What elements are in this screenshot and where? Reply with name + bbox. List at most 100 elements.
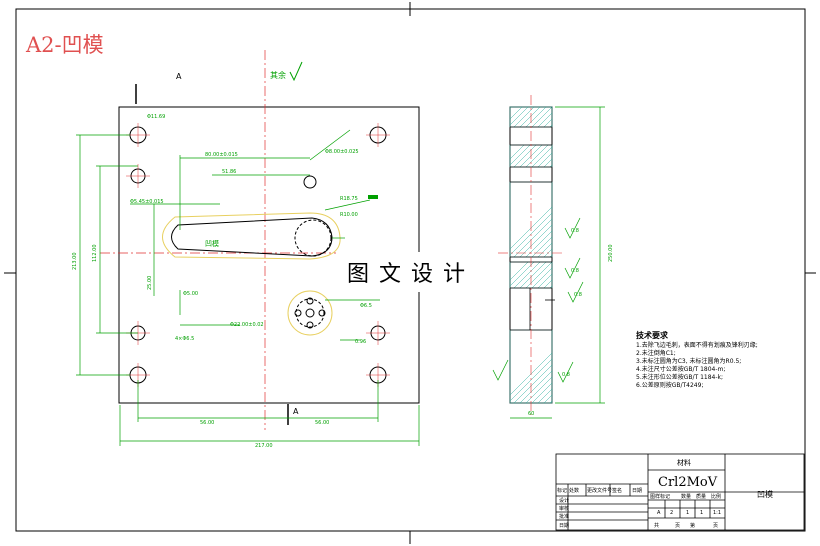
hatch-line [509,261,535,287]
row-left: 设计 [559,497,569,504]
row-header: 处数 [569,487,579,494]
sheet-label: 第 [690,522,695,529]
dim-four: 4×Φ6.5 [175,336,194,342]
stage-value: 2 [670,510,673,516]
dim-ang: Φ11.69 [147,114,165,120]
roughness-marker [368,195,378,199]
title-block-lines [555,453,805,531]
ejector-circle [295,298,325,328]
cavity-label: 凹模 [205,239,219,248]
dim-height3: 25.00 [147,276,153,290]
dim-c2: Φ22.00±0.02 [230,322,264,328]
dim-bottom2: 56.00 [315,420,329,426]
stage-value: 1 [700,510,703,516]
dim-side-r2: 0.8 [571,268,579,274]
dim-width: 217.00 [255,443,273,449]
row-left: 批准 [559,513,569,520]
hatch-line [531,267,553,289]
stage-label: 比例 [711,493,721,500]
section-mark-top: A [176,72,182,81]
dim-side-r1: 0.8 [571,228,579,234]
dim-height2: 112.00 [92,245,98,263]
row-header: 更改文件号 [587,487,612,494]
row-left: 审核 [559,505,569,512]
hatch-line [537,242,553,258]
sheet-label: 共 [654,522,659,529]
cavity-outline [171,217,333,257]
dim-51: 51.86 [222,169,236,175]
hatch-line [525,144,549,168]
hatch-line [519,224,553,258]
material-value: Crl2MoV [658,475,718,490]
part-name: 凹模 [757,489,773,499]
stage-label: 质量 [696,493,706,500]
hatch-line [509,106,529,126]
hatch-line [509,144,531,166]
technical-notes: 技术要求 1.去除飞边毛刺，表面不得有划痕及锋利刃缘; 2.未注倒角C1; 3.… [636,332,758,390]
hatch-line [513,144,537,168]
dim-bottom1: 56.00 [200,420,214,426]
row-left: 日期 [559,523,569,529]
dim-80: 80.00±0.015 [205,152,238,158]
row-header: 日期 [632,488,642,494]
hatch-line [543,158,553,168]
hatch-line [525,261,553,289]
hatch-line [513,218,553,258]
material-label: 材料 [677,458,691,467]
hatch-line [537,388,553,404]
hatch-line [525,230,553,258]
hatch-line [531,146,553,168]
note-item: 3.未标注圆角为C3, 未标注圆角为R0.5; [636,358,742,365]
sheet-label: 页 [713,523,718,529]
roughness-rest: 其余 [270,70,286,80]
notes-heading: 技术要求 [636,331,668,340]
dimension-lines [76,129,420,446]
dim-tol: Φ5.00 [183,291,198,297]
stage-value: A [657,510,661,516]
stage-value: 1:1 [713,510,721,516]
stage-label: 图样标记 [650,493,670,500]
cavity-end-circle [294,219,332,257]
stage-value: 1 [686,510,689,516]
hatch-line [543,279,553,289]
hatch-line [525,106,547,128]
hatch-line [525,376,553,404]
hatch-line [537,152,553,168]
dim-side-r4: 0.8 [562,372,570,378]
sheet-label: 页 [675,523,680,529]
dim-small: Φ6.5 [360,303,372,309]
hatch-line [513,364,553,404]
hatch-line [509,144,525,160]
dim-left1: Φ5.45±0.015 [130,199,164,205]
ejector-small-holes [294,297,326,329]
dim-hole: Φ8.00±0.025 [325,149,359,155]
hatch-line [531,106,553,128]
row-header: 签名 [612,487,622,494]
dim-096: 0.96 [355,339,366,345]
ejector-guide [287,290,333,336]
ejector-center [305,308,315,318]
section-mark-bottom: A [293,407,299,416]
hatch-line [531,236,553,258]
note-item: 1.去除飞边毛刺，表面不得有划痕及锋利刃缘; [636,342,758,349]
note-item: 6.公差原则按GB/T4249; [636,382,704,389]
hatch-line [549,400,553,404]
dim-height1: 213.00 [72,253,78,271]
sheet-title: A2-凹模 [25,33,104,57]
hatch-line [513,106,535,128]
hatch-line [543,394,553,404]
stage-label: 数量 [681,493,691,500]
row-header: 标记 [557,487,567,494]
center-watermark-text: 图文设计 [336,252,486,292]
dim-r2: R10.00 [340,212,358,218]
cavity-outline-yellow [162,212,341,260]
hatch-line [531,382,553,404]
dim-side-h: 250.00 [608,245,614,263]
hatch-line [519,106,541,128]
dim-side-w: 60 [528,411,534,417]
note-item: 4.未注尺寸公差按GB/T 1804-m; [636,366,726,373]
hatch-line [537,112,553,128]
hatch-line [537,273,553,289]
hatch-line [543,118,553,128]
note-item: 5.未注形位公差按GB/T 1184-k; [636,374,724,381]
